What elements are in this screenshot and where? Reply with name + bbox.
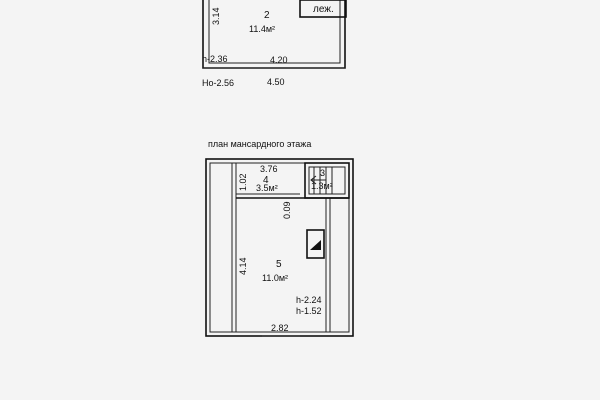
ground-floor-inner-wall (208, 0, 341, 64)
ground-dim-outer: 4.50 (267, 77, 285, 87)
ground-floor-plan: леж. 2 11.4м² 3.14 4.20 4.50 h-2.36 Ho-2… (202, 0, 347, 88)
room-2-area: 11.4м² (249, 24, 275, 34)
stair-inner (308, 166, 346, 195)
attic-dim-1-02: 1.02 (238, 173, 248, 191)
room-5-area: 11.0м² (262, 273, 288, 283)
bed-furniture (299, 0, 347, 18)
ground-dim-left: 3.14 (211, 7, 221, 25)
chimney-box (306, 229, 325, 259)
chimney-fill (310, 240, 321, 250)
ground-height-ho: Ho-2.56 (202, 78, 234, 88)
stair-room (304, 162, 350, 199)
attic-dim-top: 3.76 (260, 164, 278, 174)
attic-height-1: h-2.24 (296, 295, 322, 305)
room-4-number: 4 (263, 175, 269, 186)
room-2-number: 2 (264, 10, 270, 21)
room-4-area: 3.5м² (256, 183, 278, 193)
stair-arrow (310, 175, 326, 185)
stair-area: 1.3м² (311, 181, 333, 191)
attic-inner-wall (209, 162, 350, 333)
attic-dim-4-14: 4.14 (238, 257, 248, 275)
attic-floor-plan: 3.76 4 3.5м² 3 1.3м² 1.02 0.09 4.14 5 11… (205, 158, 354, 337)
attic-height-2: h-1.52 (296, 306, 322, 316)
attic-dim-0-09: 0.09 (282, 201, 292, 219)
room-5-number: 5 (276, 259, 282, 270)
ground-height-h: h-2.36 (202, 54, 228, 64)
attic-plan-title: план мансардного этажа (208, 139, 311, 149)
stair-number: 3 (320, 168, 325, 178)
attic-dim-bottom: 2.82 (271, 323, 289, 333)
bed-label: леж. (313, 4, 334, 15)
ground-dim-inner: 4.20 (270, 55, 288, 65)
